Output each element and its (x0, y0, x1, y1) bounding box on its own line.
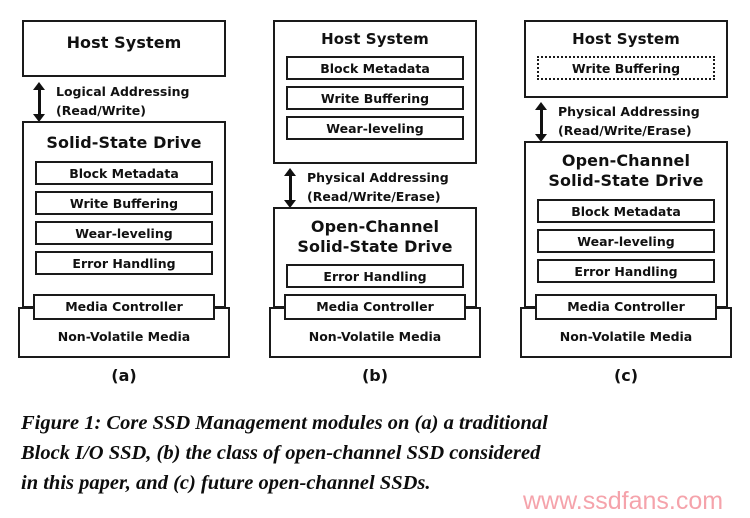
panel-a-ssd-box: Solid-State Drive Block Metadata Write B… (22, 121, 226, 308)
panel-c-interface-link: Physical Addressing (Read/Write/Erase) (534, 102, 728, 142)
panel-b-ssd-title-line2: Solid-State Drive (297, 237, 453, 256)
panel-b-module-write-buffering: Write Buffering (286, 86, 464, 110)
panel-a-bidirectional-arrow-icon (32, 82, 46, 122)
panel-b-ssd-box: Open-Channel Solid-State Drive Error Han… (273, 207, 477, 308)
panel-a-interface-label-line2: (Read/Write) (56, 103, 146, 118)
panel-b-module-error-handling: Error Handling (286, 264, 464, 288)
panel-a-module-write-buffering: Write Buffering (35, 191, 213, 215)
panel-a-non-volatile-media-label: Non-Volatile Media (57, 329, 191, 344)
panel-b-module-block-metadata: Block Metadata (286, 56, 464, 80)
panel-a-module-error-handling: Error Handling (35, 251, 213, 275)
panel-b-host-system-box: Host System Block Metadata Write Bufferi… (273, 20, 477, 164)
panel-c-media-controller: Media Controller (535, 294, 717, 320)
panel-b-interface-label-line1: Physical Addressing (307, 170, 449, 185)
figure-diagram: Host System Logical Addressing (Read/Wri… (18, 20, 732, 385)
panel-b-interface-link: Physical Addressing (Read/Write/Erase) (283, 168, 477, 208)
panel-b-bidirectional-arrow-icon (283, 168, 297, 208)
figure-caption-line3: in this paper, and (c) future open-chann… (21, 472, 431, 494)
panel-a-host-system-title: Host System (66, 33, 182, 52)
figure-caption-line2: Block I/O SSD, (b) the class of open-cha… (21, 442, 541, 464)
panel-b-interface-label: Physical Addressing (Read/Write/Erase) (307, 168, 449, 206)
figure-caption-line1: Figure 1: Core SSD Management modules on… (21, 412, 548, 434)
panel-a-interface-label: Logical Addressing (Read/Write) (56, 82, 190, 120)
panel-c-module-write-buffering: Write Buffering (537, 56, 715, 80)
panel-a-host-system-box: Host System (22, 20, 226, 77)
panel-b-module-wear-leveling: Wear-leveling (286, 116, 464, 140)
site-watermark: www.ssdfans.com (523, 487, 724, 515)
panel-c-non-volatile-media-label: Non-Volatile Media (559, 329, 693, 344)
panel-c-letter: (c) (613, 366, 639, 385)
panel-b-ssd-title-line1: Open-Channel (310, 217, 440, 236)
panel-b-interface-label-line2: (Read/Write/Erase) (307, 189, 441, 204)
panel-c-module-block-metadata: Block Metadata (537, 199, 715, 223)
panel-c-interface-label-line2: (Read/Write/Erase) (558, 123, 692, 138)
panel-c-bidirectional-arrow-icon (534, 102, 548, 142)
panel-c-module-wear-leveling: Wear-leveling (537, 229, 715, 253)
panel-a-letter: (a) (111, 366, 137, 385)
panel-a-interface-label-line1: Logical Addressing (56, 84, 190, 99)
panel-c-interface-label-line1: Physical Addressing (558, 104, 700, 119)
panel-b-non-volatile-media-label: Non-Volatile Media (308, 329, 442, 344)
panel-b-letter: (b) (361, 366, 389, 385)
panel-a-interface-link: Logical Addressing (Read/Write) (32, 82, 226, 122)
panel-c-host-system-title: Host System (572, 30, 680, 48)
panel-c-ssd-title-line1: Open-Channel (561, 151, 691, 170)
panel-a-module-block-metadata: Block Metadata (35, 161, 213, 185)
panel-b-media-controller: Media Controller (284, 294, 466, 320)
panel-c-module-error-handling: Error Handling (537, 259, 715, 283)
panel-c-ssd-title-line2: Solid-State Drive (548, 171, 704, 190)
panel-a-ssd-title: Solid-State Drive (46, 133, 202, 152)
panel-a-module-wear-leveling: Wear-leveling (35, 221, 213, 245)
panel-c-interface-label: Physical Addressing (Read/Write/Erase) (558, 102, 700, 140)
figure-caption: Figure 1: Core SSD Management modules on… (21, 408, 731, 498)
panel-c-host-system-box: Host System Write Buffering (524, 20, 728, 98)
panel-b-host-system-title: Host System (321, 30, 429, 48)
panel-a-media-controller: Media Controller (33, 294, 215, 320)
panel-c-ssd-box: Open-Channel Solid-State Drive Block Met… (524, 141, 728, 308)
panel-a-non-volatile-media-box: Non-Volatile Media (18, 307, 230, 358)
